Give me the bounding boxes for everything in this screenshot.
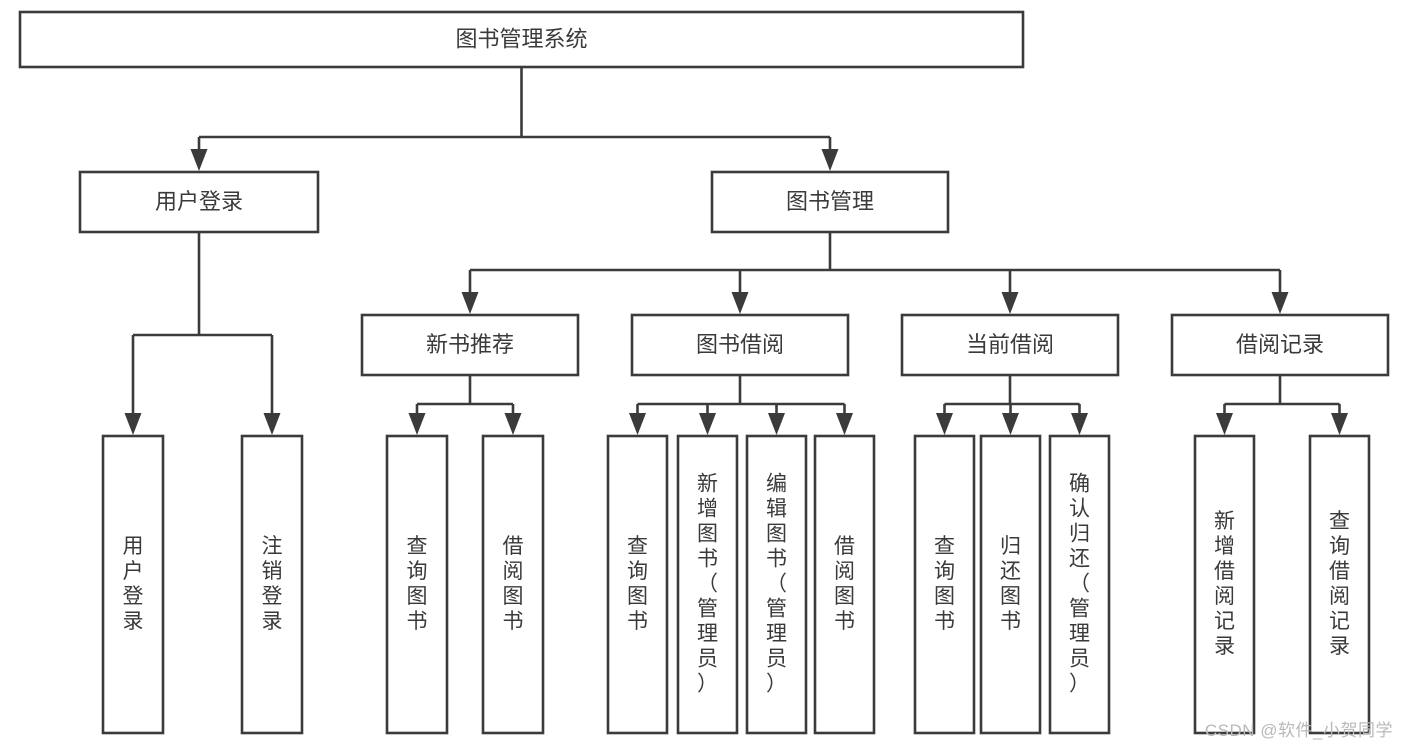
edge-layer xyxy=(124,67,1348,435)
node-label: 用户登录 xyxy=(155,189,243,214)
node-box[interactable] xyxy=(481,434,545,735)
node-box[interactable] xyxy=(900,313,1120,377)
node-leaf-cb-confirm[interactable]: 确认归还（管理员） xyxy=(1048,434,1111,735)
node-label: 查询图书 xyxy=(627,535,648,633)
arrow-head-icon xyxy=(504,413,522,435)
node-label: 确认归还（管理员） xyxy=(1069,472,1090,695)
node-label: 借阅记录 xyxy=(1236,332,1324,357)
node-box[interactable] xyxy=(606,434,669,735)
node-leaf-nb-query[interactable]: 查询图书 xyxy=(385,434,449,735)
node-box[interactable] xyxy=(101,434,165,735)
node-box[interactable] xyxy=(745,434,808,735)
node-box[interactable] xyxy=(1048,434,1111,735)
node-box[interactable] xyxy=(1308,434,1371,735)
node-leaf-bw-query[interactable]: 查询图书 xyxy=(606,434,669,735)
arrow-head-icon xyxy=(768,413,785,435)
node-box[interactable] xyxy=(18,10,1025,69)
arrow-head-icon xyxy=(263,413,281,435)
node-label: 新增借阅记录 xyxy=(1214,510,1235,658)
node-label: 归还图书 xyxy=(1000,535,1021,633)
arrow-head-icon xyxy=(731,292,749,314)
arrow-head-icon xyxy=(629,413,646,435)
arrow-head-icon xyxy=(124,413,142,435)
node-leaf-nb-borrow[interactable]: 借阅图书 xyxy=(481,434,545,735)
node-label: 查询借阅记录 xyxy=(1329,510,1350,658)
node-leaf-cb-return[interactable]: 归还图书 xyxy=(979,434,1042,735)
node-borrow[interactable]: 图书借阅 xyxy=(630,313,850,377)
node-box[interactable] xyxy=(710,170,950,234)
node-box[interactable] xyxy=(1170,313,1390,377)
arrow-head-icon xyxy=(1216,413,1233,435)
node-label: 借阅图书 xyxy=(503,535,524,633)
node-newbook[interactable]: 新书推荐 xyxy=(360,313,580,377)
arrow-head-icon xyxy=(821,149,839,171)
node-label: 当前借阅 xyxy=(966,332,1054,357)
node-box[interactable] xyxy=(385,434,449,735)
arrow-head-icon xyxy=(1271,292,1289,314)
node-box[interactable] xyxy=(913,434,976,735)
node-box[interactable] xyxy=(78,170,320,234)
node-label: 查询图书 xyxy=(934,535,955,633)
node-leaf-user-login[interactable]: 用户登录 xyxy=(101,434,165,735)
node-label: 用户登录 xyxy=(123,535,144,633)
node-box[interactable] xyxy=(630,313,850,377)
node-records[interactable]: 借阅记录 xyxy=(1170,313,1390,377)
node-leaf-rc-query[interactable]: 查询借阅记录 xyxy=(1308,434,1371,735)
arrow-head-icon xyxy=(1071,413,1088,435)
node-root[interactable]: 图书管理系统 xyxy=(18,10,1025,69)
node-box[interactable] xyxy=(813,434,876,735)
node-label: 新增图书（管理员） xyxy=(697,472,718,695)
node-layer: 图书管理系统用户登录图书管理新书推荐图书借阅当前借阅借阅记录用户登录注销登录查询… xyxy=(18,10,1390,735)
node-label: 查询图书 xyxy=(407,535,428,633)
arrow-head-icon xyxy=(936,413,953,435)
node-box[interactable] xyxy=(1193,434,1256,735)
node-leaf-user-logout[interactable]: 注销登录 xyxy=(240,434,304,735)
node-label: 图书管理 xyxy=(786,189,874,214)
node-box[interactable] xyxy=(979,434,1042,735)
node-current[interactable]: 当前借阅 xyxy=(900,313,1120,377)
node-leaf-bw-borrow[interactable]: 借阅图书 xyxy=(813,434,876,735)
node-leaf-rc-add[interactable]: 新增借阅记录 xyxy=(1193,434,1256,735)
node-box[interactable] xyxy=(676,434,739,735)
arrow-head-icon xyxy=(1331,413,1348,435)
node-label: 借阅图书 xyxy=(834,535,855,633)
arrow-head-icon xyxy=(1002,413,1019,435)
node-box[interactable] xyxy=(360,313,580,377)
arrow-head-icon xyxy=(408,413,426,435)
node-box[interactable] xyxy=(240,434,304,735)
arrow-head-icon xyxy=(461,292,479,314)
node-leaf-bw-add[interactable]: 新增图书（管理员） xyxy=(676,434,739,735)
arrow-head-icon xyxy=(190,149,208,171)
arrow-head-icon xyxy=(699,413,716,435)
node-leaf-bw-edit[interactable]: 编辑图书（管理员） xyxy=(745,434,808,735)
node-label: 注销登录 xyxy=(262,535,283,633)
node-label: 图书管理系统 xyxy=(455,26,587,51)
node-label: 编辑图书（管理员） xyxy=(766,472,787,695)
arrow-head-icon xyxy=(836,413,853,435)
node-leaf-cb-query[interactable]: 查询图书 xyxy=(913,434,976,735)
arrow-head-icon xyxy=(1001,292,1019,314)
node-login[interactable]: 用户登录 xyxy=(78,170,320,234)
node-bookmgmt[interactable]: 图书管理 xyxy=(710,170,950,234)
node-label: 新书推荐 xyxy=(426,332,514,357)
node-label: 图书借阅 xyxy=(696,332,784,357)
